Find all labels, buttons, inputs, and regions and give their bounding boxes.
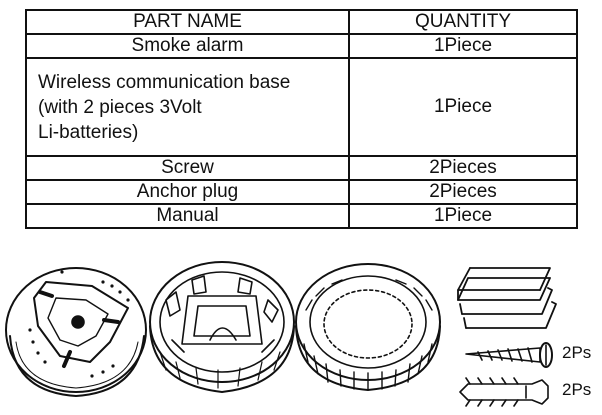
part-name-cell: Smoke alarm <box>25 33 350 59</box>
ring-cover-drawing <box>295 263 441 391</box>
quantity-cell: 2Pieces <box>348 179 578 205</box>
quantity-cell: 1Piece <box>348 33 578 59</box>
smoke-alarm-drawing <box>5 267 147 397</box>
quantity-cell: 2Pieces <box>348 155 578 181</box>
part-name-cell: Wireless communication base (with 2 piec… <box>25 57 350 157</box>
table-row: Manual 1Piece <box>25 203 578 229</box>
parts-illustration <box>5 261 557 407</box>
part-name-line: Li-batteries) <box>38 121 139 143</box>
manual-sheets-drawing <box>457 267 557 329</box>
part-name-cell: Screw <box>25 155 350 181</box>
header-part-name: PART NAME <box>25 9 350 35</box>
wireless-base-drawing <box>149 261 295 393</box>
part-name-line: Wireless communication base <box>38 71 291 93</box>
header-quantity: QUANTITY <box>348 9 578 35</box>
part-name-cell: Manual <box>25 203 350 229</box>
anchor-qty-label: 2Ps <box>562 380 592 399</box>
table-header-row: PART NAME QUANTITY <box>25 9 578 35</box>
parts-table: PART NAME QUANTITY Smoke alarm 1Piece Wi… <box>25 9 578 229</box>
quantity-cell: 1Piece <box>348 203 578 229</box>
screw-qty-label: 2Ps <box>562 343 592 362</box>
screw-drawing <box>465 342 553 368</box>
part-name-cell: Anchor plug <box>25 179 350 205</box>
table-row: Smoke alarm 1Piece <box>25 33 578 59</box>
table-row: Anchor plug 2Pieces <box>25 179 578 205</box>
table-row: Wireless communication base (with 2 piec… <box>25 57 578 157</box>
table-row: Screw 2Pieces <box>25 155 578 181</box>
part-name-line: (with 2 pieces 3Volt <box>38 96 202 118</box>
quantity-cell: 1Piece <box>348 57 578 157</box>
anchor-plug-drawing <box>459 377 549 407</box>
